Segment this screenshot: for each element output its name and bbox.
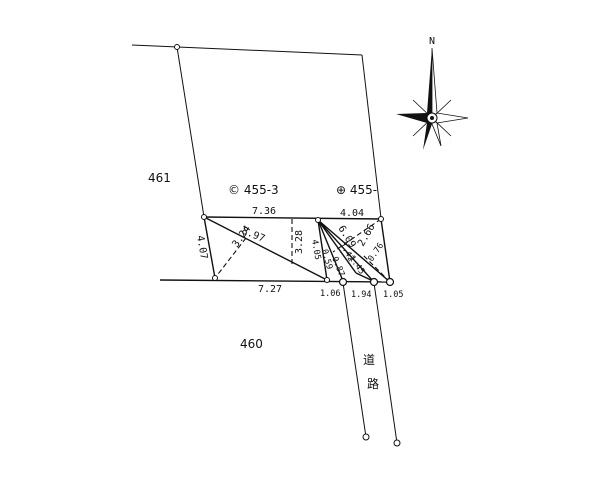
dim-1-05: 1.05	[383, 290, 403, 300]
dim-4-04: 4.04	[340, 208, 364, 219]
diagonal-8-97	[203, 216, 328, 281]
fan-line-3	[317, 219, 357, 274]
dim-1-45: 1.45	[347, 254, 367, 277]
road-point	[369, 277, 379, 287]
dashed-height-2-66	[332, 218, 382, 253]
left-boundary-line	[176, 46, 205, 218]
road-end-point	[393, 439, 401, 447]
dim-4-07: 4.07	[194, 235, 209, 261]
parcel-top-edge	[203, 216, 382, 220]
parcel-455-3-label: © 455-3	[228, 183, 279, 197]
dim-7-27: 7.27	[258, 284, 282, 295]
right-boundary-line	[361, 54, 382, 219]
dim-0-76: 0.76	[366, 241, 386, 264]
boundary-point	[378, 216, 384, 222]
lot-461-label: 461	[148, 171, 171, 185]
road-point	[338, 277, 348, 287]
dim-4-05: 4.05	[309, 239, 322, 261]
road-left-edge	[342, 282, 367, 438]
boundary-point	[324, 277, 330, 283]
fan-line-4	[317, 219, 374, 282]
lot-460-label: 460	[240, 337, 263, 351]
fan-line-1	[317, 219, 328, 281]
parcel-right-edge	[380, 218, 391, 283]
top-boundary-line	[131, 44, 363, 56]
fan-line-2	[317, 219, 344, 282]
dim-7-36: 7.36	[252, 206, 276, 217]
road-point	[385, 277, 395, 287]
parcel-455-label: ⊕ 455-	[336, 183, 377, 197]
dashed-height-0-76	[361, 253, 391, 283]
boundary-point	[212, 275, 218, 281]
fan-line-6	[355, 272, 374, 282]
dim-1-06: 1.06	[320, 289, 340, 299]
road-right-edge	[373, 282, 398, 444]
fan-line-5	[317, 219, 391, 283]
road-end-point	[362, 433, 370, 441]
dim-3-28: 3.28	[294, 230, 305, 254]
parcel-bottom-edge	[159, 279, 393, 283]
dim-1-94: 1.94	[351, 290, 371, 300]
road-char-1: 道	[363, 353, 375, 367]
boundary-point	[315, 217, 321, 223]
dashed-height-3-24	[214, 237, 247, 279]
road-char-2: 路	[367, 376, 379, 391]
boundary-point	[201, 214, 207, 220]
north-label: N	[429, 36, 435, 47]
parcel-left-edge	[203, 216, 216, 279]
north-arrow-icon	[396, 47, 469, 150]
boundary-point	[174, 44, 180, 50]
dim-2-66: 2.66	[356, 222, 378, 248]
